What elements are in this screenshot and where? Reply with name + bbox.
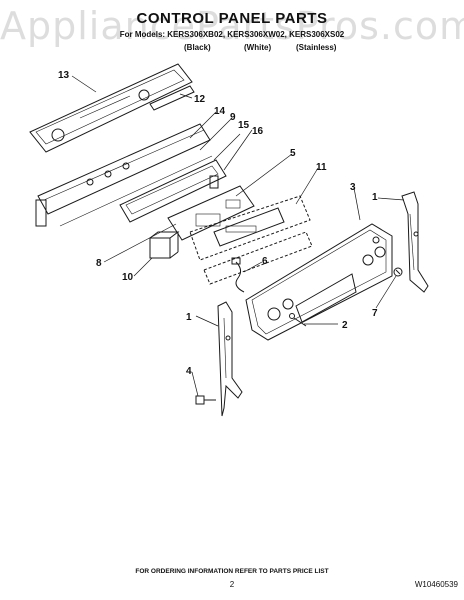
insulation-strip xyxy=(149,85,195,111)
callout-13: 13 xyxy=(58,70,70,81)
display-assembly xyxy=(189,195,313,285)
callout-9: 9 xyxy=(230,112,236,123)
callout-4: 4 xyxy=(186,366,192,377)
callout-15: 15 xyxy=(238,120,250,131)
ordering-note: FOR ORDERING INFORMATION REFER TO PARTS … xyxy=(135,568,329,575)
callout-3: 3 xyxy=(350,182,356,193)
rear-console-panel xyxy=(29,63,193,153)
callout-2: 2 xyxy=(342,320,348,331)
callout-16: 16 xyxy=(252,126,264,137)
callout-6: 6 xyxy=(262,256,268,267)
callout-1-right: 1 xyxy=(372,192,378,203)
switch-block xyxy=(148,231,180,259)
callout-1-left: 1 xyxy=(186,312,192,323)
panel-screw xyxy=(289,313,307,327)
end-cap-screw xyxy=(195,395,216,405)
variant-white: (White) xyxy=(244,43,272,52)
end-cap-left xyxy=(217,301,243,417)
page-title: CONTROL PANEL PARTS xyxy=(136,10,328,27)
page-number: 2 xyxy=(229,580,235,589)
end-cap-right xyxy=(401,191,429,293)
callout-8: 8 xyxy=(96,258,102,269)
callout-5: 5 xyxy=(290,148,296,159)
models-line: For Models: KERS306XB02, KERS306XW02, KE… xyxy=(119,30,345,39)
display-housing xyxy=(119,159,227,223)
callout-11: 11 xyxy=(316,162,327,173)
display-window xyxy=(213,207,285,247)
wire-harness xyxy=(231,257,245,293)
document-id: W10460539 xyxy=(414,580,458,589)
main-control-panel xyxy=(245,223,393,341)
retainer-clip xyxy=(393,267,403,277)
callout-14: 14 xyxy=(214,106,226,117)
leader-lines xyxy=(71,75,405,397)
variant-black: (Black) xyxy=(184,43,211,52)
variant-stainless: (Stainless) xyxy=(296,43,337,52)
callout-10: 10 xyxy=(122,272,134,283)
callout-12: 12 xyxy=(194,94,206,105)
callout-7: 7 xyxy=(372,308,378,319)
